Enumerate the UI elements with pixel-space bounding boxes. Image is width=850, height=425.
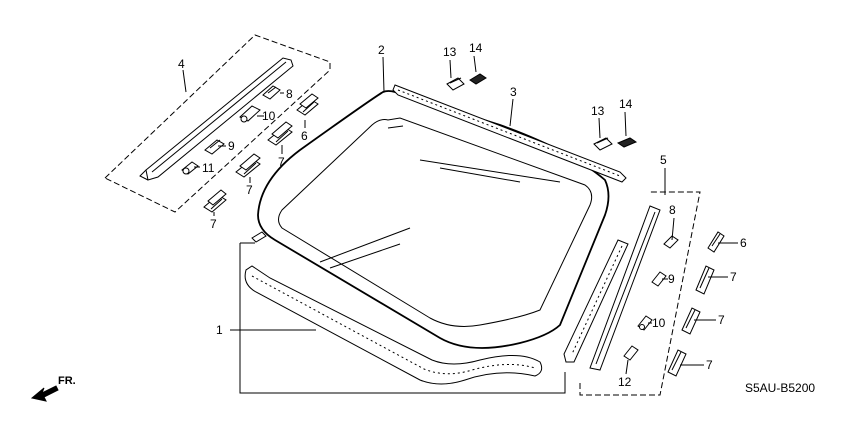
part-9-clip-right — [651, 271, 667, 287]
callout-7-left-a: 7 — [278, 155, 285, 169]
callout-4: 4 — [178, 57, 185, 71]
part-1-lower-dam — [244, 231, 543, 385]
callout-9-right: 9 — [668, 272, 675, 286]
part-6-fastener-left — [296, 93, 319, 116]
front-direction-indicator: FR. — [30, 375, 76, 402]
leader-lines — [182, 55, 738, 375]
part-8-clip-right — [663, 235, 679, 249]
front-label: FR. — [58, 375, 76, 387]
part-10-clip-right — [637, 315, 653, 331]
callout-10-left: 10 — [262, 109, 276, 123]
callout-5: 5 — [660, 153, 667, 167]
side-dam-strip — [563, 239, 629, 363]
part-7-fastener-left-b — [235, 153, 261, 178]
callout-13-lower: 13 — [591, 104, 605, 118]
part-6-fastener-right — [707, 231, 725, 253]
callout-14-upper: 14 — [469, 41, 483, 55]
part-14-block-lower — [616, 137, 638, 148]
part-8-clip-left — [262, 85, 281, 100]
part-3-top-dam — [392, 84, 627, 183]
part-5-side-molding — [589, 205, 661, 371]
part-10-clip-left — [239, 105, 261, 123]
callout-labels: 4 2 3 5 1 8 10 9 11 6 7 7 7 13 14 13 14 … — [178, 41, 747, 389]
part-14-block-upper — [469, 73, 487, 85]
callout-7-right-c: 7 — [706, 358, 713, 372]
part-9-clip-left — [204, 139, 225, 155]
callout-3: 3 — [510, 85, 517, 99]
callout-13-upper: 13 — [443, 45, 457, 59]
part-7-fastener-right-a — [695, 265, 715, 295]
callout-7-left-c: 7 — [210, 217, 217, 231]
callout-7-right-b: 7 — [718, 313, 725, 327]
callout-10-right: 10 — [652, 316, 666, 330]
part-7-fastener-left-a — [267, 121, 293, 146]
left-group-box — [104, 34, 331, 213]
callout-9-left: 9 — [228, 139, 235, 153]
callout-7-left-b: 7 — [246, 183, 253, 197]
part-4-side-molding — [139, 57, 294, 181]
part-7-fastener-left-c — [203, 189, 227, 213]
callout-1: 1 — [216, 323, 223, 337]
diagram-code: S5AU-B5200 — [745, 381, 815, 395]
part-7-fastener-right-c — [667, 349, 687, 377]
right-group-box — [579, 191, 701, 396]
callout-8-left: 8 — [286, 87, 293, 101]
callout-12-right: 12 — [618, 375, 632, 389]
part-1-lower-box — [239, 242, 566, 394]
part-13-block-upper — [446, 77, 465, 91]
part-12-clip-right — [623, 345, 639, 361]
part-7-fastener-right-b — [681, 307, 701, 335]
callout-8-right: 8 — [669, 203, 676, 217]
callout-2: 2 — [378, 43, 385, 57]
part-11-clip-left — [181, 161, 199, 175]
callout-6-left: 6 — [301, 129, 308, 143]
front-arrow-icon — [30, 385, 59, 402]
callout-11-left: 11 — [202, 161, 215, 175]
callout-6-right: 6 — [740, 236, 747, 250]
callout-14-lower: 14 — [619, 97, 633, 111]
part-13-block-lower — [593, 137, 613, 151]
callout-7-right-a: 7 — [730, 270, 737, 284]
